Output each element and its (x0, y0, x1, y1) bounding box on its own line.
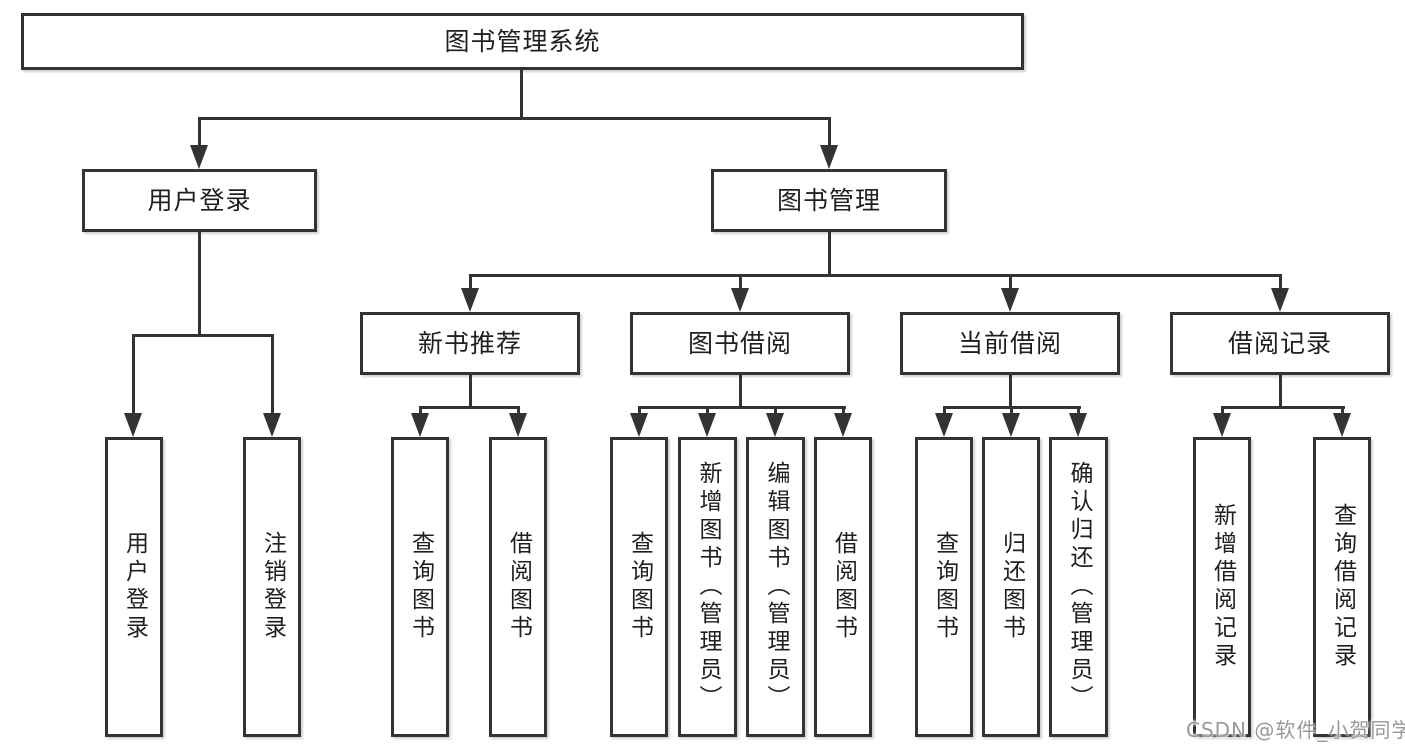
leaf-query-book-b-label: 查询图书 (626, 531, 653, 643)
node-book-management-label: 图书管理 (776, 186, 881, 215)
arrow-to-borrow-book-a (509, 413, 527, 437)
connector-borrow-record-drop (1279, 375, 1282, 408)
csdn-watermark: CSDN @软件_小贺同学 (1186, 718, 1405, 742)
leaf-return-book-label: 归还图书 (998, 531, 1025, 643)
leaf-edit-book-admin: 编辑图书（管理员） (746, 437, 805, 737)
leaf-edit-book-admin-label: 编辑图书（管理员） (763, 461, 789, 713)
connector-book-borrow-stub (739, 274, 742, 292)
connector-query-book-a-stub (419, 406, 422, 418)
leaf-add-book-admin: 新增图书（管理员） (678, 437, 737, 737)
leaf-query-book-a: 查询图书 (391, 437, 449, 737)
node-borrow-record-label: 借阅记录 (1227, 329, 1332, 358)
arrow-to-add-record (1213, 413, 1231, 437)
leaf-borrow-book-b: 借阅图书 (814, 437, 872, 737)
arrow-to-borrow-record (1271, 288, 1289, 312)
leaf-borrow-book-b-label: 借阅图书 (830, 531, 857, 643)
connector-query-book-b-stub (638, 406, 641, 418)
node-new-book-recommend-label: 新书推荐 (417, 329, 522, 358)
connector-add-book-stub (706, 406, 709, 418)
node-book-borrow: 图书借阅 (630, 312, 850, 375)
connector-query-record-stub (1341, 406, 1344, 418)
connector-new-book-stub (469, 274, 472, 292)
leaf-query-book-b: 查询图书 (610, 437, 668, 737)
connector-book-mgmt-stub (828, 117, 831, 149)
node-user-login: 用户登录 (82, 169, 317, 232)
connector-confirm-return-stub (1077, 406, 1080, 418)
leaf-return-book: 归还图书 (982, 437, 1040, 737)
leaf-confirm-return-admin-label: 确认归还（管理员） (1066, 461, 1092, 713)
leaf-logout: 注销登录 (243, 437, 301, 737)
arrow-to-query-book-a (411, 413, 429, 437)
connector-root-hbar (198, 117, 831, 120)
connector-book-mgmt-drop (828, 232, 831, 276)
node-borrow-record: 借阅记录 (1170, 312, 1390, 375)
node-new-book-recommend: 新书推荐 (360, 312, 580, 375)
node-current-borrow: 当前借阅 (900, 312, 1120, 375)
connector-leaf-user-login-stub (132, 334, 135, 419)
arrow-to-book-borrow (731, 288, 749, 312)
arrow-to-edit-book (766, 413, 784, 437)
leaf-add-borrow-record: 新增借阅记录 (1193, 437, 1251, 737)
arrow-to-book-mgmt (820, 145, 838, 169)
connector-current-borrow-stub (1009, 274, 1012, 292)
arrow-to-leaf-user-login (124, 413, 142, 437)
connector-return-book-stub (1010, 406, 1013, 418)
connector-add-record-stub (1221, 406, 1224, 418)
connector-edit-book-stub (774, 406, 777, 418)
arrow-to-query-record (1333, 413, 1351, 437)
connector-root-drop (520, 69, 523, 118)
node-book-borrow-label: 图书借阅 (687, 329, 792, 358)
connector-new-book-drop (469, 375, 472, 408)
connector-user-login-hbar (132, 334, 274, 337)
connector-user-login-drop (198, 232, 201, 337)
leaf-borrow-book-a-label: 借阅图书 (505, 531, 532, 643)
leaf-query-book-c: 查询图书 (915, 437, 973, 737)
node-current-borrow-label: 当前借阅 (957, 329, 1062, 358)
connector-borrow-book-b-stub (842, 406, 845, 418)
connector-borrow-record-hbar (1221, 406, 1345, 409)
connector-book-borrow-drop (739, 375, 742, 408)
leaf-logout-label: 注销登录 (259, 531, 286, 643)
connector-user-login-stub (198, 117, 201, 149)
connector-borrow-record-stub (1279, 274, 1282, 292)
arrow-to-current-borrow (1001, 288, 1019, 312)
arrow-to-new-book-recommend (461, 288, 479, 312)
node-root: 图书管理系统 (21, 13, 1024, 70)
leaf-add-borrow-record-label: 新增借阅记录 (1209, 503, 1236, 671)
connector-book-borrow-hbar (638, 406, 846, 409)
arrow-to-add-book (698, 413, 716, 437)
arrow-to-borrow-book-b (834, 413, 852, 437)
node-user-login-label: 用户登录 (147, 186, 252, 215)
leaf-user-login: 用户登录 (105, 437, 163, 737)
leaf-borrow-book-a: 借阅图书 (489, 437, 547, 737)
connector-query-book-c-stub (943, 406, 946, 418)
arrow-to-user-login (190, 145, 208, 169)
leaf-user-login-label: 用户登录 (121, 531, 148, 643)
node-root-label: 图书管理系统 (444, 27, 601, 56)
connector-book-mgmt-hbar (469, 274, 1282, 277)
arrow-to-query-book-b (630, 413, 648, 437)
leaf-confirm-return-admin: 确认归还（管理员） (1049, 437, 1108, 737)
arrow-to-query-book-c (935, 413, 953, 437)
leaf-add-book-admin-label: 新增图书（管理员） (695, 461, 721, 713)
arrow-to-return-book (1002, 413, 1020, 437)
connector-current-borrow-drop (1009, 375, 1012, 408)
leaf-query-book-a-label: 查询图书 (407, 531, 434, 643)
arrow-to-confirm-return (1069, 413, 1087, 437)
arrow-to-leaf-logout (263, 413, 281, 437)
connector-leaf-logout-stub (271, 334, 274, 419)
node-book-management: 图书管理 (711, 169, 947, 232)
connector-new-book-hbar (419, 406, 520, 409)
leaf-query-borrow-record: 查询借阅记录 (1313, 437, 1371, 737)
leaf-query-book-c-label: 查询图书 (931, 531, 958, 643)
leaf-query-borrow-record-label: 查询借阅记录 (1329, 503, 1356, 671)
connector-borrow-book-a-stub (517, 406, 520, 418)
